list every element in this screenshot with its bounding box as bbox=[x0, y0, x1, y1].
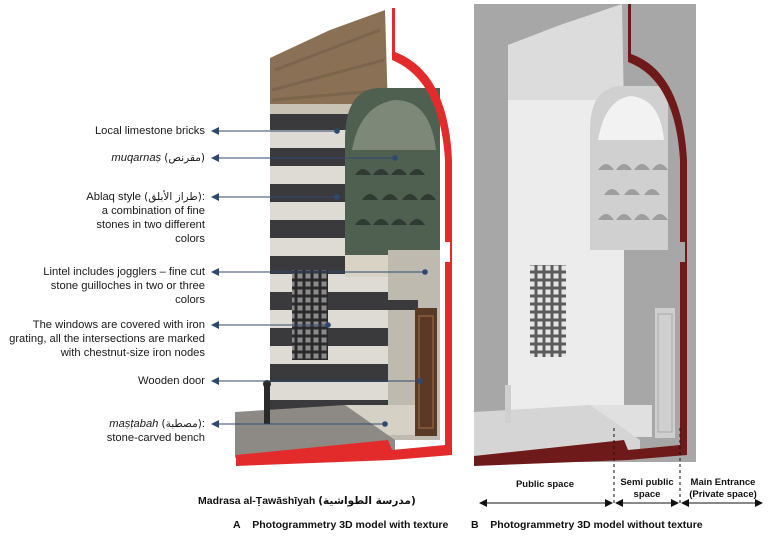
untextured-model bbox=[474, 4, 687, 466]
label-ablaq: Ablaq style (طراز الأبلق): a combination… bbox=[86, 191, 205, 245]
iron-grated-window bbox=[292, 270, 328, 360]
leader-dots bbox=[325, 128, 428, 427]
caption-b: B Photogrammetry 3D model without textur… bbox=[471, 519, 703, 531]
rubble-masonry bbox=[270, 10, 388, 112]
zone-semi-public-label: Semi public space bbox=[620, 477, 674, 500]
wooden-door bbox=[415, 308, 437, 436]
label-windows: The windows are covered with iron gratin… bbox=[9, 319, 205, 359]
caption-a: A Photogrammetry 3D model with texture bbox=[233, 519, 449, 531]
label-door: Wooden door bbox=[138, 375, 205, 387]
window-render bbox=[530, 265, 566, 357]
monument-title: Madrasa al-Ṭawāshīyah (مدرسة الطواشية) bbox=[198, 495, 416, 507]
label-muqarnas: muqarnaṣ (مقرنص) bbox=[111, 152, 205, 164]
zone-dividers bbox=[479, 428, 763, 507]
door-render bbox=[655, 308, 675, 438]
label-lintel: Lintel includes jogglers – fine cut ston… bbox=[43, 266, 205, 306]
leader-lines bbox=[211, 127, 425, 428]
textured-model bbox=[235, 8, 452, 466]
zone-public-label: Public space bbox=[515, 479, 575, 490]
label-limestone: Local limestone bricks bbox=[94, 125, 205, 137]
label-mastabah: maṣṭabah (مصطبة): stone-carved bench bbox=[106, 418, 205, 444]
zone-main-entrance-label: Main Entrance (Private space) bbox=[689, 477, 757, 500]
